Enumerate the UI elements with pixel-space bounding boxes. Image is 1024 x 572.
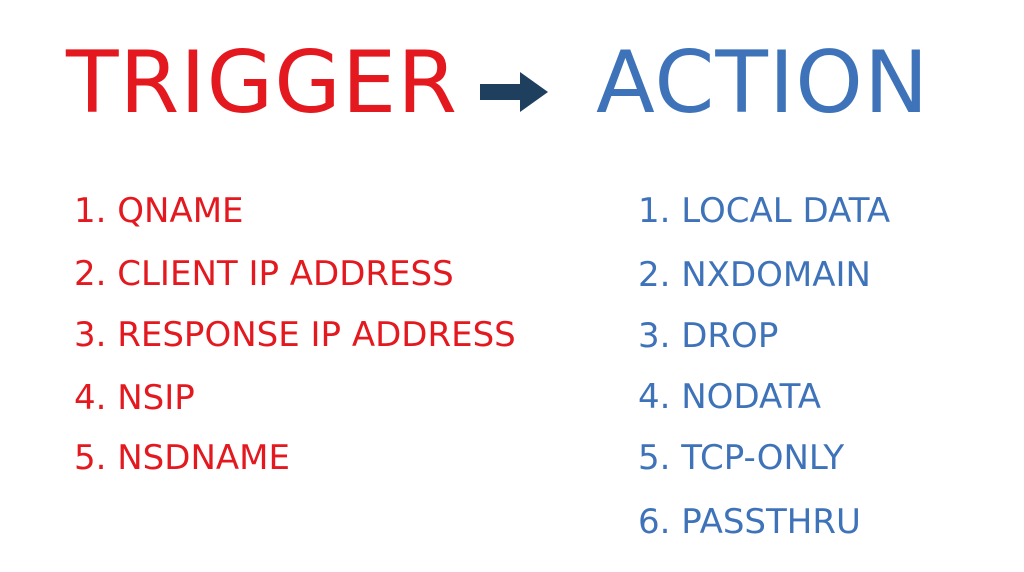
trigger-item-qname: 1. QNAME <box>74 191 244 231</box>
trigger-heading: TRIGGER <box>66 33 459 133</box>
right-arrow-icon <box>480 72 548 112</box>
action-item-nodata: 4. NODATA <box>638 377 822 417</box>
action-item-passthru: 6. PASSTHRU <box>638 502 861 542</box>
action-item-nxdomain: 2. NXDOMAIN <box>638 255 871 295</box>
trigger-item-response-ip-address: 3. RESPONSE IP ADDRESS <box>74 315 516 355</box>
action-item-local-data: 1. LOCAL DATA <box>638 191 891 231</box>
action-item-drop: 3. DROP <box>638 316 779 356</box>
action-heading: ACTION <box>596 33 930 133</box>
trigger-item-nsip: 4. NSIP <box>74 378 195 418</box>
trigger-item-client-ip-address: 2. CLIENT IP ADDRESS <box>74 254 454 294</box>
trigger-item-nsdname: 5. NSDNAME <box>74 438 290 478</box>
action-item-tcp-only: 5. TCP-ONLY <box>638 438 845 478</box>
